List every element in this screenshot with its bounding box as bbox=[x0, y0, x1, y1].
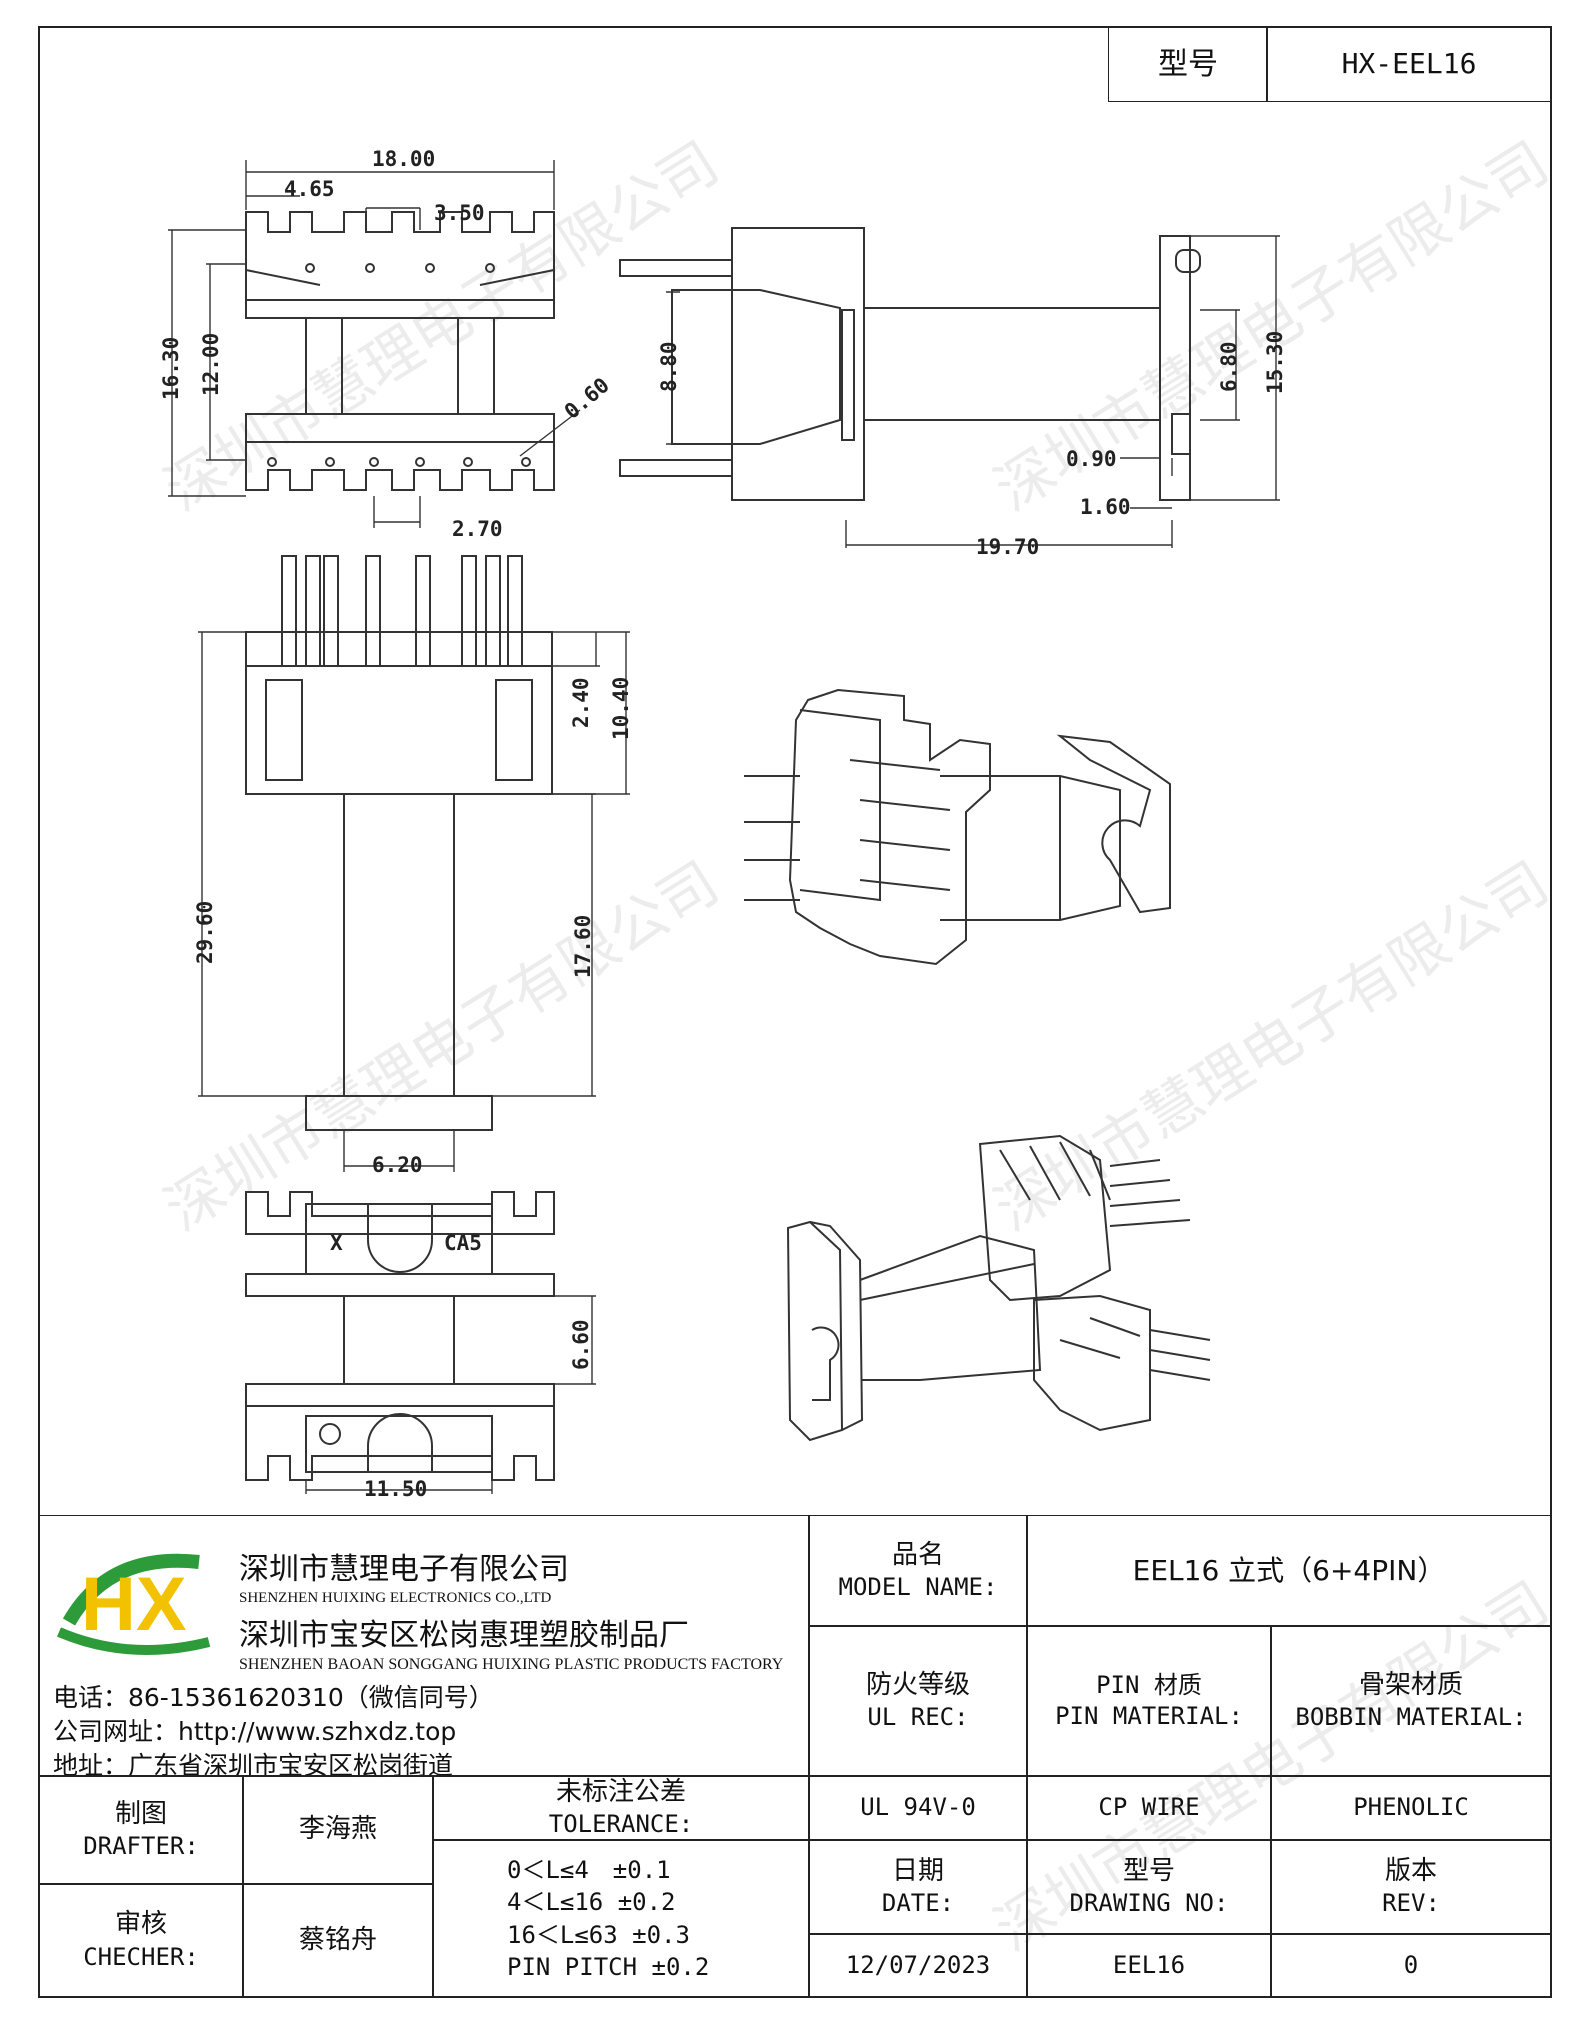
dim-2-40: 2.40 bbox=[569, 677, 593, 728]
dim-10-40: 10.40 bbox=[609, 677, 633, 740]
dim-0-90: 0.90 bbox=[1066, 447, 1117, 471]
dim-6-80: 6.80 bbox=[1217, 341, 1241, 392]
bobbin-material-value: PHENOLIC bbox=[1270, 1775, 1552, 1841]
drafter-label: 制图 DRAFTER: bbox=[38, 1775, 244, 1885]
dim-18-00: 18.00 bbox=[372, 147, 435, 171]
dim-17-60: 17.60 bbox=[571, 915, 595, 978]
dim-12-00: 12.00 bbox=[199, 333, 223, 396]
drafter-name: 李海燕 bbox=[242, 1775, 434, 1885]
part-mark-ca: CA5 bbox=[444, 1231, 482, 1255]
dim-8-80: 8.80 bbox=[657, 341, 681, 392]
drawing-no-value: EEL16 bbox=[1026, 1933, 1272, 1998]
company-logo: HX bbox=[57, 1553, 211, 1655]
header-model-value: HX-EEL16 bbox=[1266, 26, 1552, 102]
rev-value: 0 bbox=[1270, 1933, 1552, 1998]
technical-drawing: 18.00 4.65 3.50 16.30 12.00 0.60 2.70 8.… bbox=[159, 147, 1287, 1501]
dim-15-30: 15.30 bbox=[1263, 331, 1287, 394]
dim-6-60: 6.60 bbox=[569, 1319, 593, 1370]
model-name-label: 品名 MODEL NAME: bbox=[808, 1515, 1028, 1627]
pin-material-value: CP WIRE bbox=[1026, 1775, 1272, 1841]
dim-16-30: 16.30 bbox=[159, 337, 183, 400]
dim-1-60: 1.60 bbox=[1080, 495, 1131, 519]
part-mark-x: X bbox=[330, 1231, 343, 1255]
dim-2-70: 2.70 bbox=[452, 517, 503, 541]
header-model-label: 型号 bbox=[1108, 26, 1268, 102]
ul-rec-label: 防火等级 UL REC: bbox=[808, 1625, 1028, 1777]
factory-name-en: SHENZHEN BAOAN SONGGANG HUIXING PLASTIC … bbox=[239, 1656, 784, 1673]
company-panel: HX 深圳市慧理电子有限公司 SHENZHEN HUIXING ELECTRON… bbox=[38, 1515, 810, 1780]
company-website: 公司网址：http://www.szhxdz.top bbox=[53, 1717, 457, 1746]
date-label: 日期 DATE: bbox=[808, 1839, 1028, 1935]
checker-name: 蔡铭舟 bbox=[242, 1883, 434, 1998]
logo-text: HX bbox=[81, 1562, 187, 1647]
dim-11-50: 11.50 bbox=[364, 1477, 427, 1501]
dim-6-20: 6.20 bbox=[372, 1153, 423, 1177]
front-view bbox=[198, 555, 630, 1172]
dim-4-65: 4.65 bbox=[284, 177, 335, 201]
dim-3-50: 3.50 bbox=[434, 201, 485, 225]
date-value: 12/07/2023 bbox=[808, 1933, 1028, 1998]
tolerance-label: 未标注公差 TOLERANCE: bbox=[432, 1775, 810, 1841]
tolerance-values: 0＜L≤4 ±0.1 4＜L≤16 ±0.2 16＜L≤63 ±0.3 PIN … bbox=[432, 1839, 810, 1998]
drawing-no-label: 型号 DRAWING NO: bbox=[1026, 1839, 1272, 1935]
isometric-view-bottom bbox=[786, 1134, 1211, 1442]
top-view bbox=[168, 160, 581, 528]
checker-label: 审核 CHECHER: bbox=[38, 1883, 244, 1998]
bottom-view bbox=[245, 1191, 596, 1494]
factory-name-cn: 深圳市宝安区松岗惠理塑胶制品厂 bbox=[239, 1618, 689, 1653]
isometric-view-top bbox=[744, 688, 1171, 966]
company-name-cn: 深圳市慧理电子有限公司 bbox=[239, 1552, 569, 1587]
company-phone: 电话：86-15361620310（微信同号） bbox=[53, 1683, 494, 1712]
model-name-value: EEL16 立式（6+4PIN） bbox=[1026, 1515, 1552, 1627]
ul-rec-value: UL 94V-0 bbox=[808, 1775, 1028, 1841]
pin-material-label: PIN 材质 PIN MATERIAL: bbox=[1026, 1625, 1272, 1777]
side-view bbox=[619, 227, 1280, 548]
dim-19-70: 19.70 bbox=[976, 535, 1039, 559]
bobbin-material-label: 骨架材质 BOBBIN MATERIAL: bbox=[1270, 1625, 1552, 1777]
dim-0-60: 0.60 bbox=[560, 373, 614, 424]
rev-label: 版本 REV: bbox=[1270, 1839, 1552, 1935]
company-name-en: SHENZHEN HUIXING ELECTRONICS CO.,LTD bbox=[239, 1590, 552, 1606]
dim-29-60: 29.60 bbox=[193, 901, 217, 964]
